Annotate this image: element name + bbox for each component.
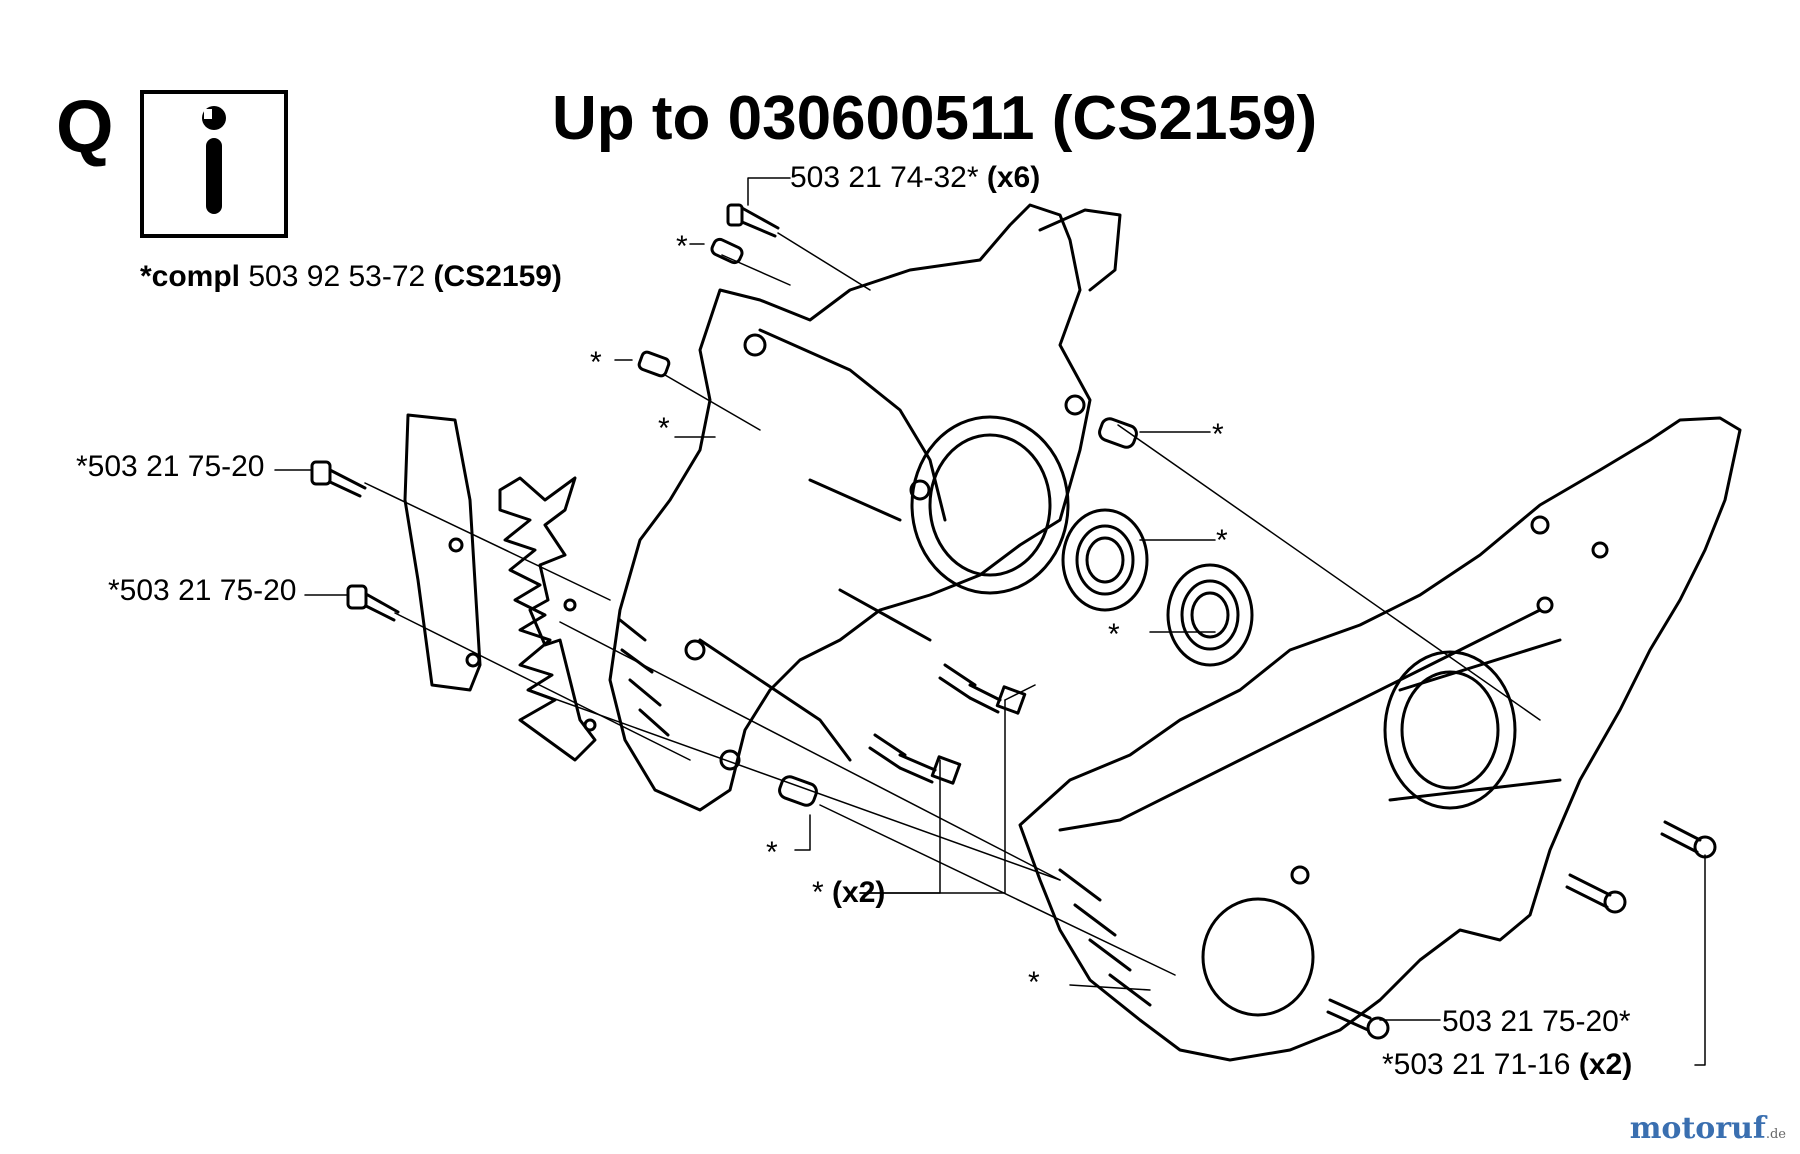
kit-note-prefix: *compl	[140, 260, 241, 293]
bolt-1	[868, 733, 962, 785]
callout-bearing-2: *	[1108, 618, 1120, 651]
screw-top	[726, 203, 780, 238]
bolt-2	[938, 663, 1027, 715]
callout-top-screw-part: 503 21 74-32*	[790, 161, 979, 194]
screw-left-1	[310, 460, 367, 498]
callout-bolts-star: *	[812, 876, 833, 909]
page-title: Up to 030600511 (CS2159)	[552, 84, 1318, 153]
watermark-logo: motoruf.de	[1630, 1111, 1786, 1146]
chain-guard-plate	[403, 413, 482, 692]
callout-top-screw-qty: (x6)	[978, 161, 1041, 194]
kit-note-model: (CS2159)	[433, 260, 562, 293]
pin-right	[1098, 417, 1138, 449]
callout-top-screw: 503 21 74-32* (x6)	[790, 163, 1040, 193]
crankcase-right-half	[1018, 416, 1742, 1062]
callout-right-screw-2: *503 21 71-16 (x2)	[1382, 1050, 1632, 1080]
callout-body: *	[658, 412, 670, 445]
bumper-spike	[498, 476, 597, 762]
callout-pin-top: *	[676, 230, 688, 263]
screw-right-3	[1326, 998, 1390, 1040]
screw-right-1	[1660, 820, 1717, 859]
filter-plug	[637, 350, 671, 378]
kit-note-part: 503 92 53-72	[240, 260, 434, 293]
pin-top	[710, 237, 744, 265]
section-letter: Q	[56, 85, 114, 168]
bearing-2	[1166, 563, 1254, 667]
callout-lower-pin: *	[766, 836, 778, 869]
callout-left-screw-2: *503 21 75-20	[108, 574, 297, 607]
callout-left-screw-1: *503 21 75-20	[76, 450, 265, 483]
wrench-info-icon	[140, 90, 288, 238]
callout-right-pin: *	[1212, 418, 1224, 451]
bearing-1	[1061, 508, 1149, 612]
callout-bolts-x2: * (x2)	[812, 878, 885, 908]
callout-bolts-qty: (x2)	[832, 876, 886, 909]
callout-cover: *	[1028, 966, 1040, 999]
callout-right-screw-2-qty: (x2)	[1578, 1048, 1633, 1081]
kit-note: *compl 503 92 53-72 (CS2159)	[140, 262, 562, 292]
screw-right-2	[1565, 873, 1627, 914]
callout-right-screw-2-part: *503 21 71-16	[1382, 1048, 1579, 1081]
leader-lines	[274, 177, 1706, 1066]
pin-lower	[778, 775, 818, 807]
watermark-brand: motoruf	[1629, 1111, 1766, 1146]
crankcase-left-half	[608, 203, 1122, 812]
callout-right-screw: 503 21 75-20*	[1442, 1005, 1631, 1038]
screw-left-2	[346, 584, 400, 622]
callout-filter: *	[590, 346, 602, 379]
callout-bearing-1: *	[1216, 524, 1228, 557]
watermark-tld: .de	[1765, 1127, 1786, 1142]
